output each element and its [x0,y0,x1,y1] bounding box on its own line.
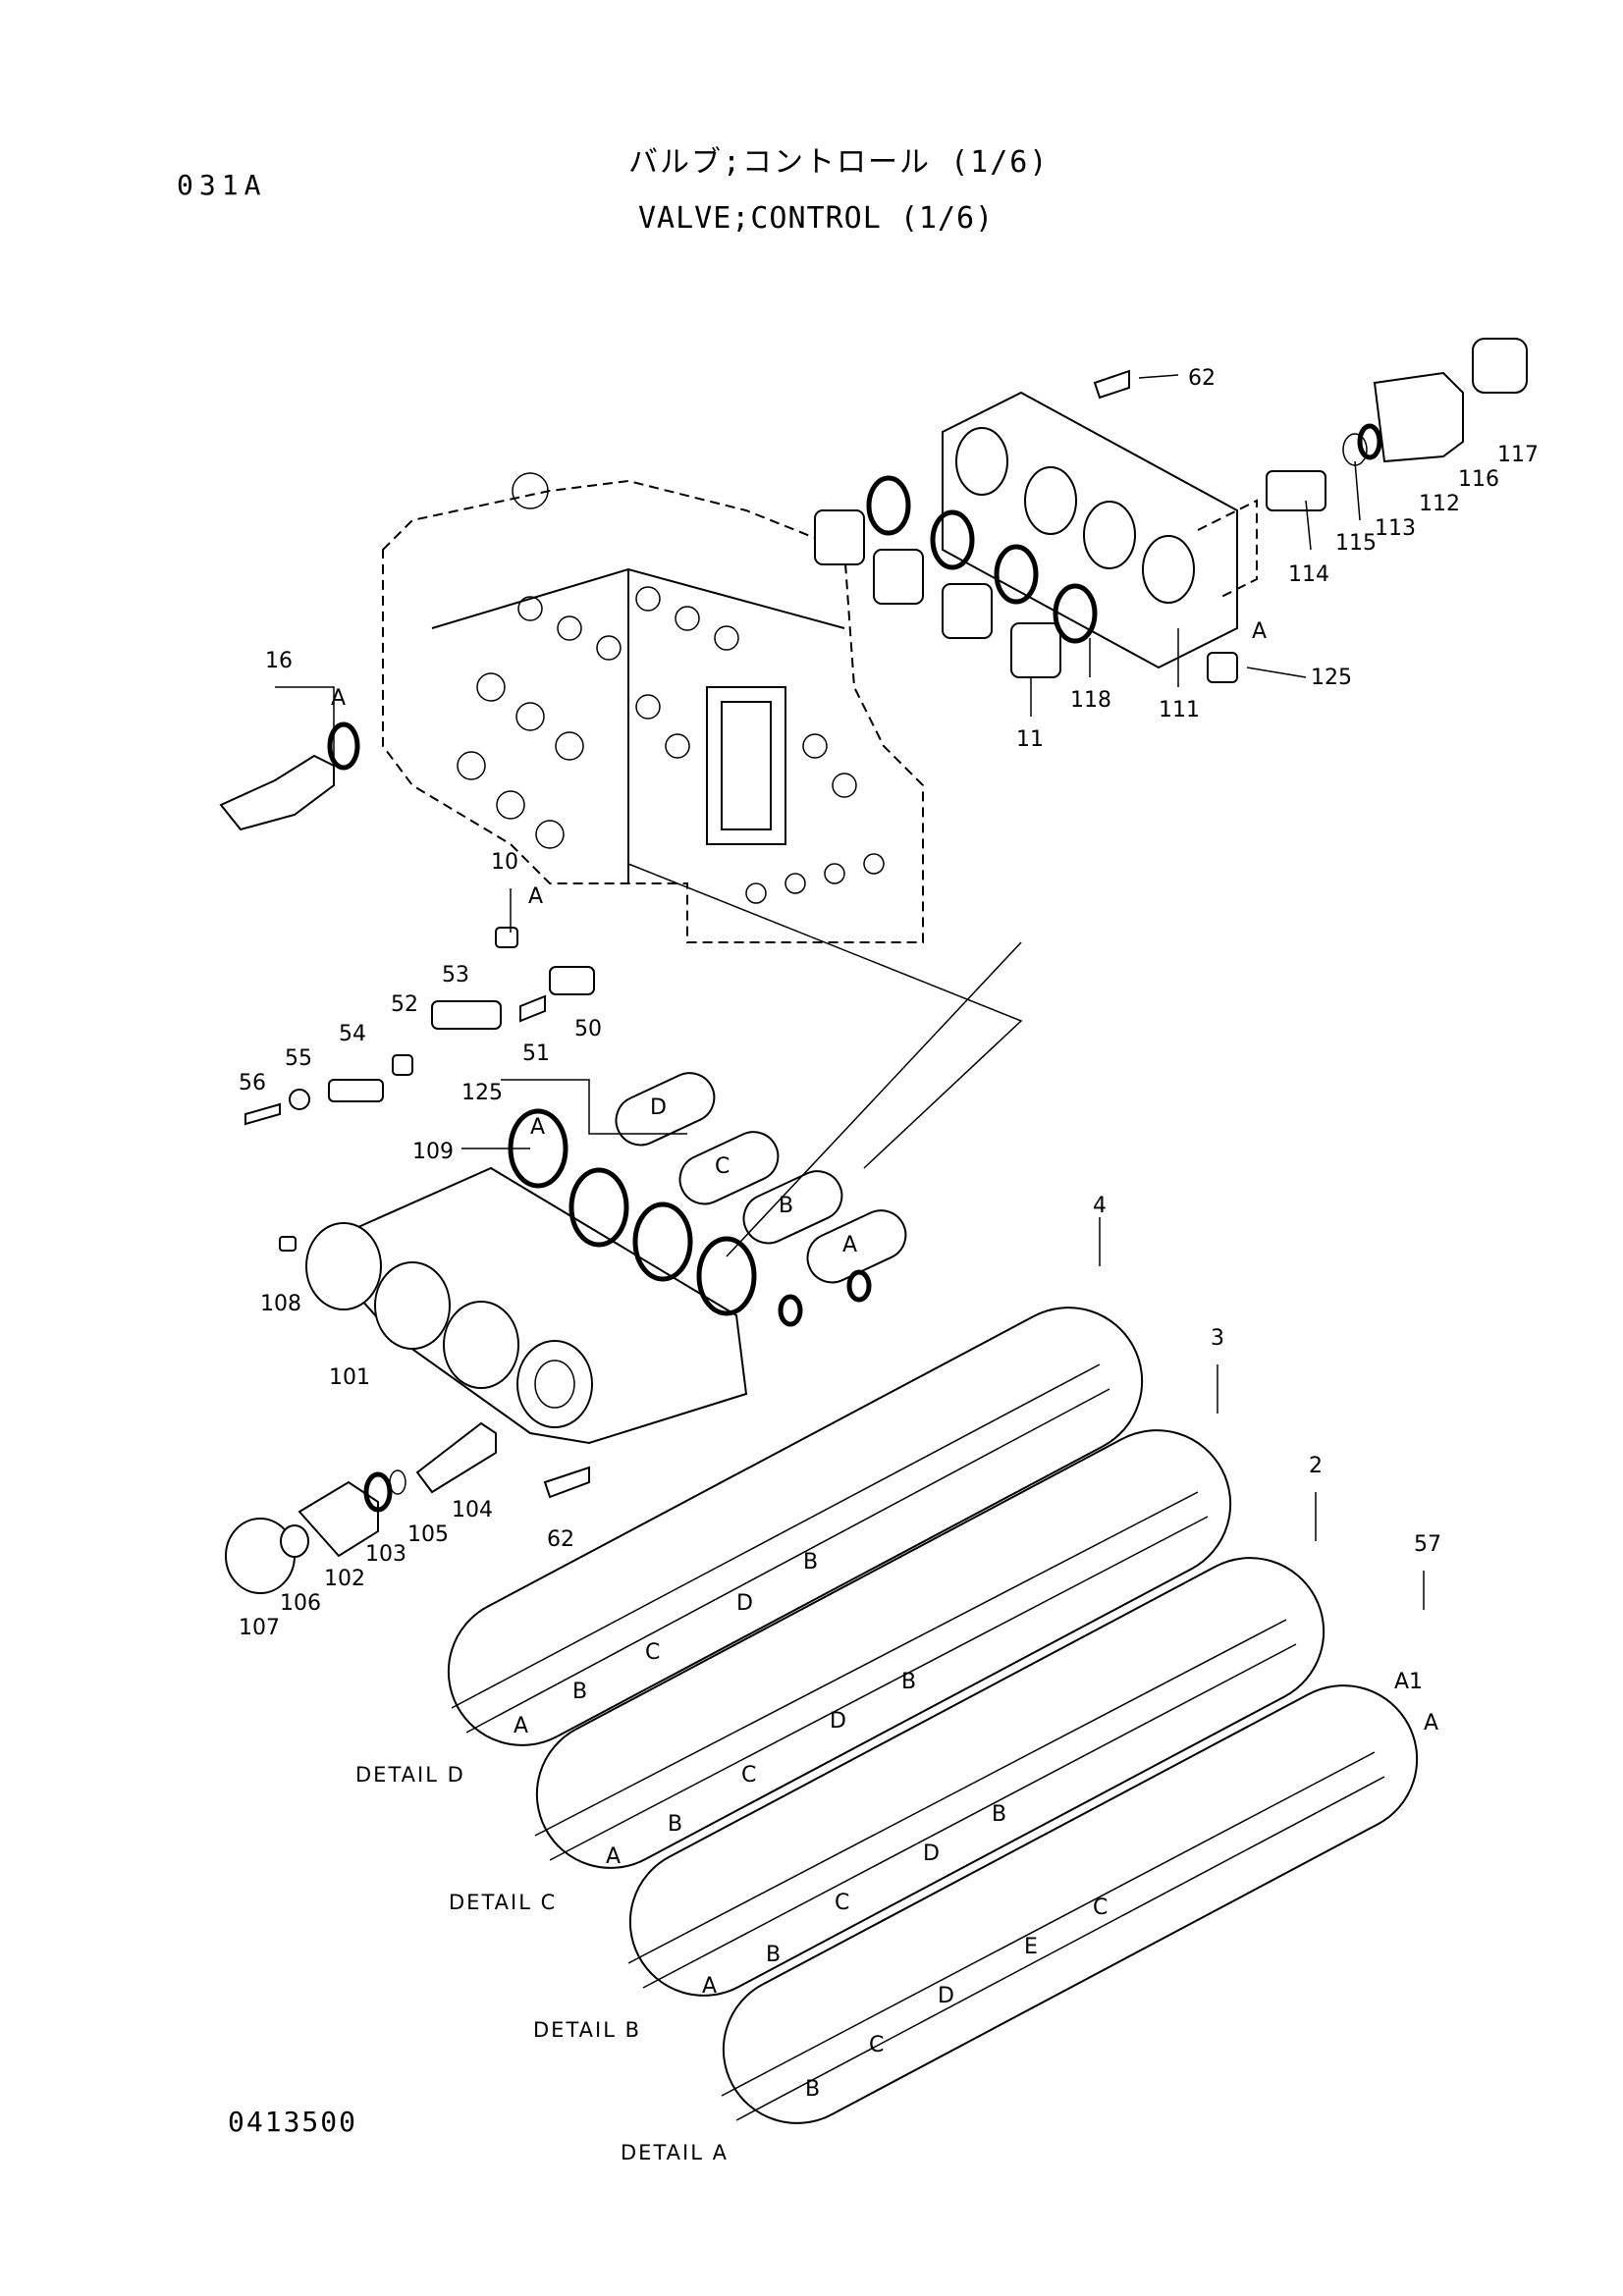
relief-valve-112 [1266,338,1528,511]
detail-a-letter-a: A [1424,1711,1438,1735]
detail-c-letter-b: B [668,1812,682,1837]
valve-housing-101 [305,1166,748,1445]
letter-a-125: A [1252,619,1267,644]
letter-a-10: A [528,884,543,909]
callout-113: 113 [1375,516,1416,541]
callout-62-bottom: 62 [547,1527,574,1552]
title-english: VALVE;CONTROL (1/6) [638,201,995,236]
detail-a-letter-a1: A1 [1394,1670,1423,1694]
callout-10: 10 [491,850,518,875]
detail-a-letter-d: D [938,1984,954,2008]
detail-capsules-top [615,1072,907,1284]
sheet-code: 031A [177,169,267,201]
capsule-letter-b: B [779,1194,793,1218]
callout-104: 104 [452,1498,493,1522]
callout-125-top: 125 [1311,666,1352,690]
letter-a-125-mid: A [530,1115,545,1140]
capsule-letter-c: C [715,1154,730,1179]
callout-125-mid: 125 [461,1081,503,1105]
detail-b-letter-a: A [702,1974,717,1999]
drawing-number: 0413500 [228,2106,358,2138]
detail-a-letter-c: C [1093,1896,1108,1920]
callout-108: 108 [260,1292,301,1316]
callout-103: 103 [365,1542,406,1567]
callout-114: 114 [1288,562,1329,587]
callout-115: 115 [1335,531,1377,556]
callout-101: 101 [329,1365,370,1390]
callout-102: 102 [324,1567,365,1591]
small-parts [244,927,595,1126]
bolt-62-top [1093,369,1130,400]
plug-125-top [1207,652,1238,683]
detail-b-letter-b: B [766,1943,781,1967]
detail-b-letter-c: C [835,1891,849,1915]
detail-b-label: DETAIL B [533,2018,641,2042]
callout-55: 55 [285,1046,312,1071]
detail-a-letter-c2: C [869,2033,884,2057]
detail-b-letter-d: D [923,1842,940,1866]
callout-109: 109 [412,1140,454,1164]
detail-d-letter-b: B [572,1680,587,1704]
detail-c-letter-d: D [830,1709,846,1734]
callout-117: 117 [1497,443,1539,467]
callout-2: 2 [1309,1454,1323,1478]
detail-b-letter-b2: B [992,1802,1006,1827]
bushings-11 [814,509,1061,678]
letter-a-16: A [331,686,346,711]
callout-51: 51 [522,1041,550,1066]
detail-d-letter-a: A [514,1714,528,1738]
end-cap-assembly-111 [942,391,1258,669]
detail-a-label: DETAIL A [621,2141,729,2164]
detail-d-letter-b2: B [803,1550,818,1575]
detail-c-letter-b2: B [901,1670,916,1694]
callout-62-top: 62 [1188,366,1216,391]
callout-116: 116 [1458,467,1499,492]
detail-a-letter-b: B [805,2077,820,2102]
callout-111: 111 [1159,698,1200,722]
detail-d-label: DETAIL D [355,1763,465,1787]
relief-parts-102-107 [225,1236,872,1594]
callout-3: 3 [1211,1326,1224,1351]
detail-c-label: DETAIL C [449,1891,557,1914]
callout-118: 118 [1070,688,1111,713]
detail-c-letter-c: C [741,1763,756,1788]
detail-d-letter-c: C [645,1640,660,1665]
callout-112: 112 [1419,492,1460,516]
callout-105: 105 [407,1522,449,1547]
callout-56: 56 [239,1071,266,1095]
capsule-letter-a: A [842,1233,857,1257]
callout-50: 50 [574,1017,602,1041]
detail-spools [447,1307,1419,2124]
callout-52: 52 [391,992,418,1017]
callout-106: 106 [280,1591,321,1616]
o-rings-118 [866,475,1098,644]
callout-57: 57 [1414,1532,1441,1557]
callout-107: 107 [239,1616,280,1640]
callout-4: 4 [1093,1194,1107,1218]
callout-54: 54 [339,1022,366,1046]
valve-body [382,472,924,943]
detail-a-letter-e: E [1024,1935,1038,1959]
callout-53: 53 [442,963,469,988]
callout-16: 16 [265,649,293,673]
capsule-letter-d: D [650,1095,667,1120]
detail-d-letter-d: D [736,1591,753,1616]
leader-lines [275,374,1425,1610]
relief-valve-16 [219,721,360,831]
detail-c-letter-a: A [606,1844,621,1869]
title-japanese: バルブ;コントロール (1/6) [628,145,1050,180]
callout-11: 11 [1016,727,1044,752]
